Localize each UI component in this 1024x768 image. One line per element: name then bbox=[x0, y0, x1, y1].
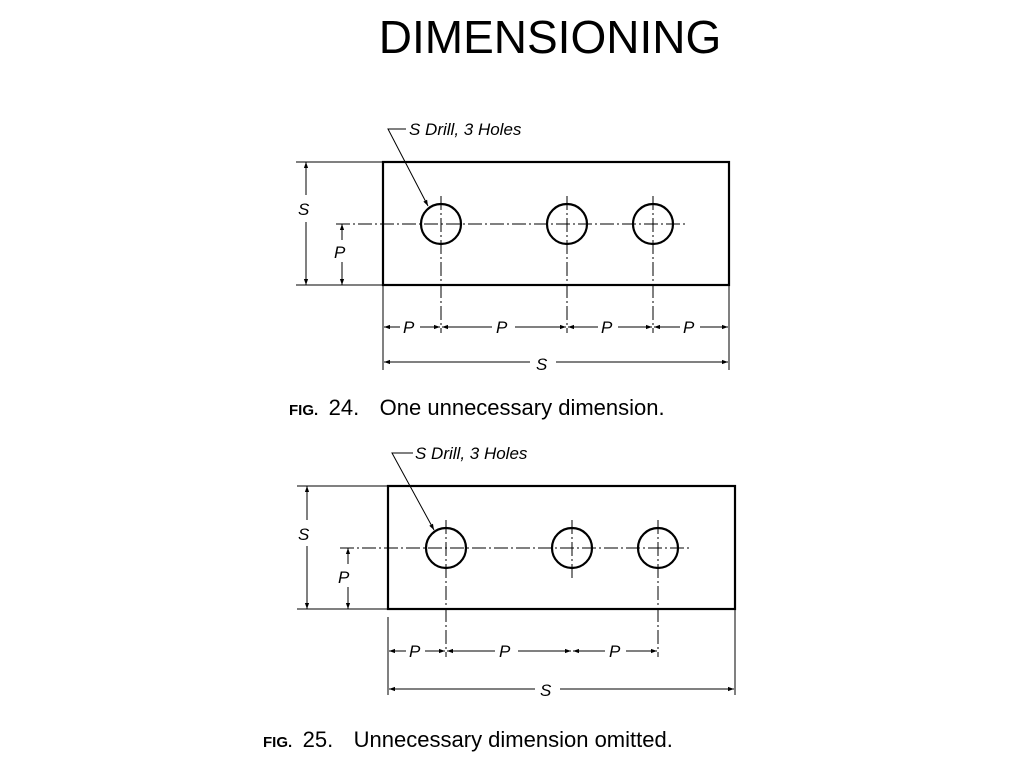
figure-25: S P P P P S S Drill, 3 Holes FIG. 25. Un… bbox=[263, 444, 737, 752]
drill-note-leader bbox=[391, 452, 435, 531]
figure-24-caption: FIG. 24. One unnecessary dimension. bbox=[289, 395, 665, 420]
overall-dimension-label: S bbox=[536, 355, 548, 374]
drill-note: S Drill, 3 Holes bbox=[409, 120, 522, 139]
height-dimension-label: S bbox=[298, 200, 310, 219]
height-dimension-label: S bbox=[298, 525, 310, 544]
spacing-label-2: P bbox=[499, 642, 511, 661]
slide-title: DIMENSIONING bbox=[378, 11, 722, 63]
spacing-label-4: P bbox=[683, 318, 695, 337]
spacing-label-3: P bbox=[609, 642, 621, 661]
drill-note-leader bbox=[387, 128, 429, 207]
overall-dimension-label: S bbox=[540, 681, 552, 700]
spacing-label-1: P bbox=[409, 642, 421, 661]
figure-25-caption: FIG. 25. Unnecessary dimension omitted. bbox=[263, 727, 673, 752]
spacing-label-1: P bbox=[403, 318, 415, 337]
drill-note: S Drill, 3 Holes bbox=[415, 444, 528, 463]
spacing-label-2: P bbox=[496, 318, 508, 337]
spacing-label-3: P bbox=[601, 318, 613, 337]
figure-24: S P P P P P S S Drill, 3 Holes FIG. 24. … bbox=[289, 120, 731, 420]
offset-dimension-label: P bbox=[338, 568, 350, 587]
offset-dimension-label: P bbox=[334, 243, 346, 262]
